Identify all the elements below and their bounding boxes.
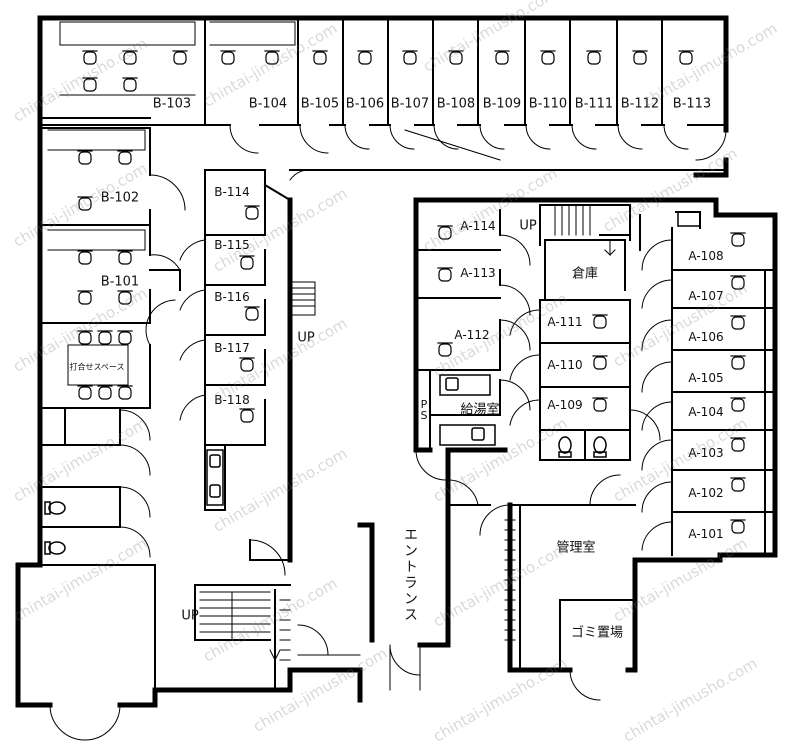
stairs-up-label-lower: UP [181, 608, 199, 624]
chair-icon [240, 256, 254, 270]
room-label-a107: A-107 [688, 289, 724, 303]
storage-label: 倉庫 [571, 266, 599, 282]
chair-icon [98, 386, 112, 400]
chair-icon [245, 206, 259, 220]
room-label-a111: A-111 [547, 315, 583, 329]
room-label-b109: B-109 [482, 96, 522, 112]
room-label-b105: B-105 [300, 96, 340, 112]
chair-icon [731, 438, 745, 452]
chair-icon [495, 51, 509, 65]
room-label-b107: B-107 [390, 96, 430, 112]
room-label-b110: B-110 [528, 96, 568, 112]
room-label-b114: B-114 [214, 185, 250, 199]
chair-icon [593, 398, 607, 412]
chair-icon [123, 51, 137, 65]
room-label-a110: A-110 [547, 358, 583, 372]
chair-icon [731, 316, 745, 330]
management-room-label: 管理室 [556, 540, 596, 556]
room-label-b113: B-113 [672, 96, 712, 112]
chair-icon [78, 291, 92, 305]
room-label-a106: A-106 [688, 330, 724, 344]
room-label-a108: A-108 [688, 249, 724, 263]
room-label-b115: B-115 [214, 238, 250, 252]
meeting-space-label: 打合せスペース [69, 362, 125, 372]
chair-icon [403, 51, 417, 65]
chair-icon [265, 51, 279, 65]
chair-icon [123, 78, 137, 92]
chair-icon [438, 268, 452, 282]
chair-icon [731, 233, 745, 247]
room-label-b116: B-116 [214, 290, 250, 304]
room-label-a103: A-103 [688, 446, 724, 460]
chair-icon [78, 386, 92, 400]
chair-icon [78, 331, 92, 345]
kitchen-label: 給湯室 [460, 402, 500, 418]
room-label-a109: A-109 [547, 398, 583, 412]
chair-icon [78, 151, 92, 165]
chair-icon [633, 51, 647, 65]
chair-icon [245, 307, 259, 321]
room-label-b101: B-101 [100, 274, 140, 290]
chair-icon [541, 51, 555, 65]
room-label-a114: A-114 [460, 219, 496, 233]
room-label-b103: B-103 [152, 96, 192, 112]
room-label-a101: A-101 [688, 527, 724, 541]
room-label-b111: B-111 [574, 96, 614, 112]
room-label-b117: B-117 [214, 341, 250, 355]
room-label-b108: B-108 [436, 96, 476, 112]
chair-icon [240, 358, 254, 372]
chair-icon [98, 331, 112, 345]
chair-icon [358, 51, 372, 65]
chair-icon [118, 251, 132, 265]
room-label-b104: B-104 [248, 96, 288, 112]
stairs-up-label-b: UP [297, 330, 315, 346]
chair-icon [679, 51, 693, 65]
chair-icon [587, 51, 601, 65]
chair-icon [449, 51, 463, 65]
chair-icon [731, 478, 745, 492]
entrance-label: エントランス [402, 527, 418, 623]
chair-icon [438, 226, 452, 240]
room-label-a113: A-113 [460, 266, 496, 280]
room-label-b118: B-118 [214, 393, 250, 407]
stairs-up-label-a: UP [519, 218, 537, 234]
chair-icon [118, 151, 132, 165]
room-label-b112: B-112 [620, 96, 660, 112]
chair-icon [83, 78, 97, 92]
room-label-b102: B-102 [100, 190, 140, 206]
chair-icon [593, 356, 607, 370]
chair-icon [78, 197, 92, 211]
chair-icon [731, 356, 745, 370]
chair-icon [173, 51, 187, 65]
pipe-space-label: PS [420, 398, 428, 422]
chair-icon [731, 520, 745, 534]
chair-icon [118, 386, 132, 400]
chair-icon [313, 51, 327, 65]
chair-icon [593, 315, 607, 329]
chair-icon [78, 251, 92, 265]
room-label-a104: A-104 [688, 405, 724, 419]
chair-icon [438, 343, 452, 357]
room-label-a102: A-102 [688, 486, 724, 500]
room-label-a112: A-112 [454, 328, 490, 342]
room-label-a105: A-105 [688, 371, 724, 385]
chair-icon [731, 276, 745, 290]
room-label-b106: B-106 [345, 96, 385, 112]
chair-icon [731, 398, 745, 412]
chair-icon [221, 51, 235, 65]
chair-icon [240, 409, 254, 423]
chair-icon [118, 331, 132, 345]
garbage-area-label: ゴミ置場 [570, 625, 624, 641]
chair-icon [118, 291, 132, 305]
chair-icon [83, 51, 97, 65]
